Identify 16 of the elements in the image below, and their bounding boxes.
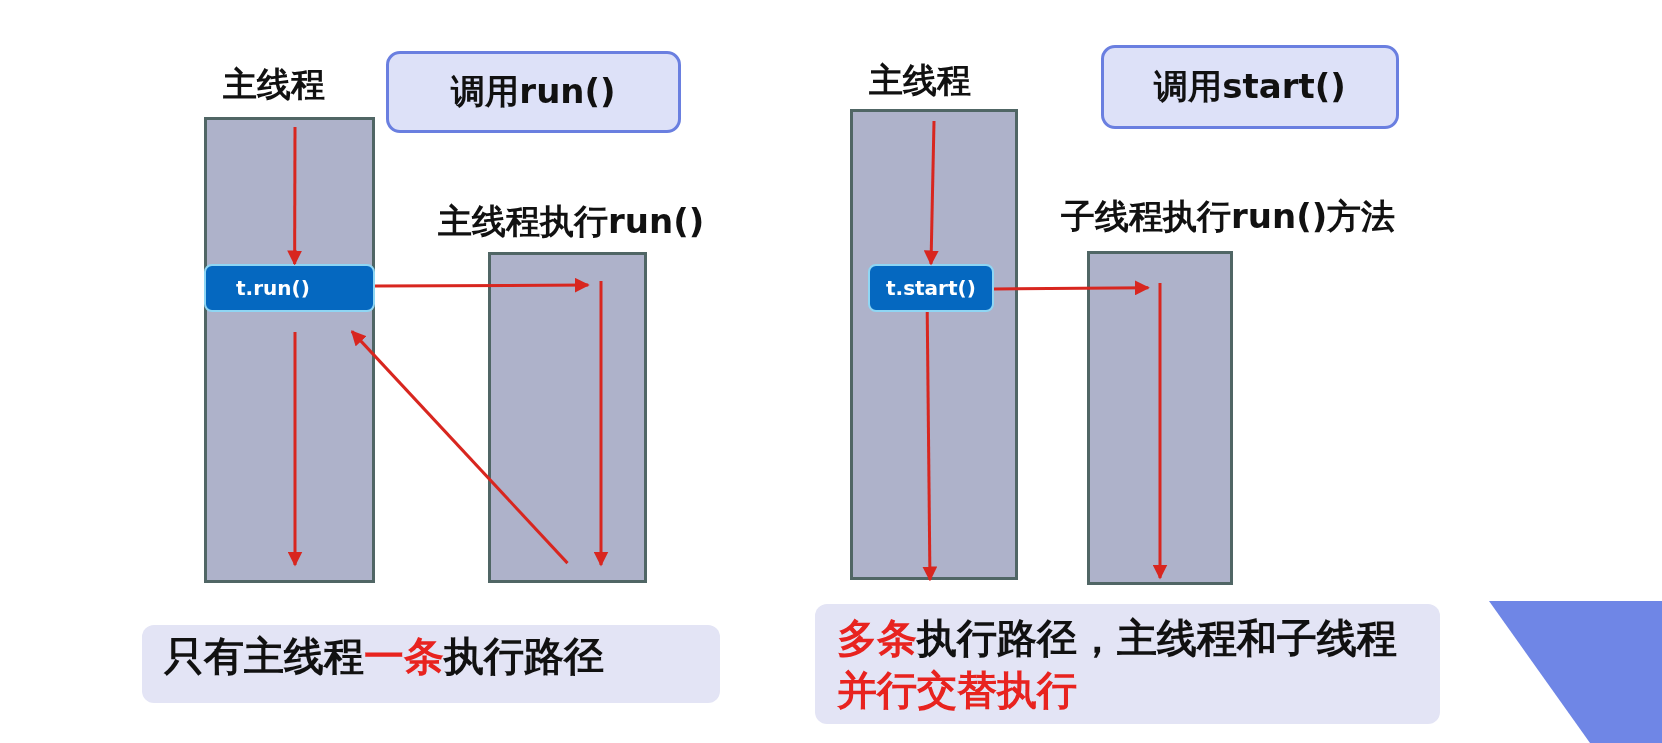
arrow (922, 312, 938, 582)
call-box: 调用start() (1101, 45, 1399, 129)
arrow (994, 280, 1150, 296)
arrow (350, 330, 569, 565)
column-heading: 主线程 (223, 63, 325, 106)
note-box: 多条执行路径，主线程和子线程并行交替执行 (815, 604, 1440, 724)
method-call-box: t.start() (868, 264, 994, 312)
column-heading: 主线程执行run() (438, 200, 705, 243)
arrow (375, 277, 590, 293)
arrow (287, 127, 303, 266)
call-box: 调用run() (386, 51, 681, 133)
column-heading: 主线程 (869, 59, 971, 102)
method-call-box: t.run() (204, 264, 375, 312)
note-box: 只有主线程一条执行路径 (142, 625, 720, 703)
arrow (923, 120, 939, 266)
column-heading: 子线程执行run()方法 (1061, 195, 1396, 238)
